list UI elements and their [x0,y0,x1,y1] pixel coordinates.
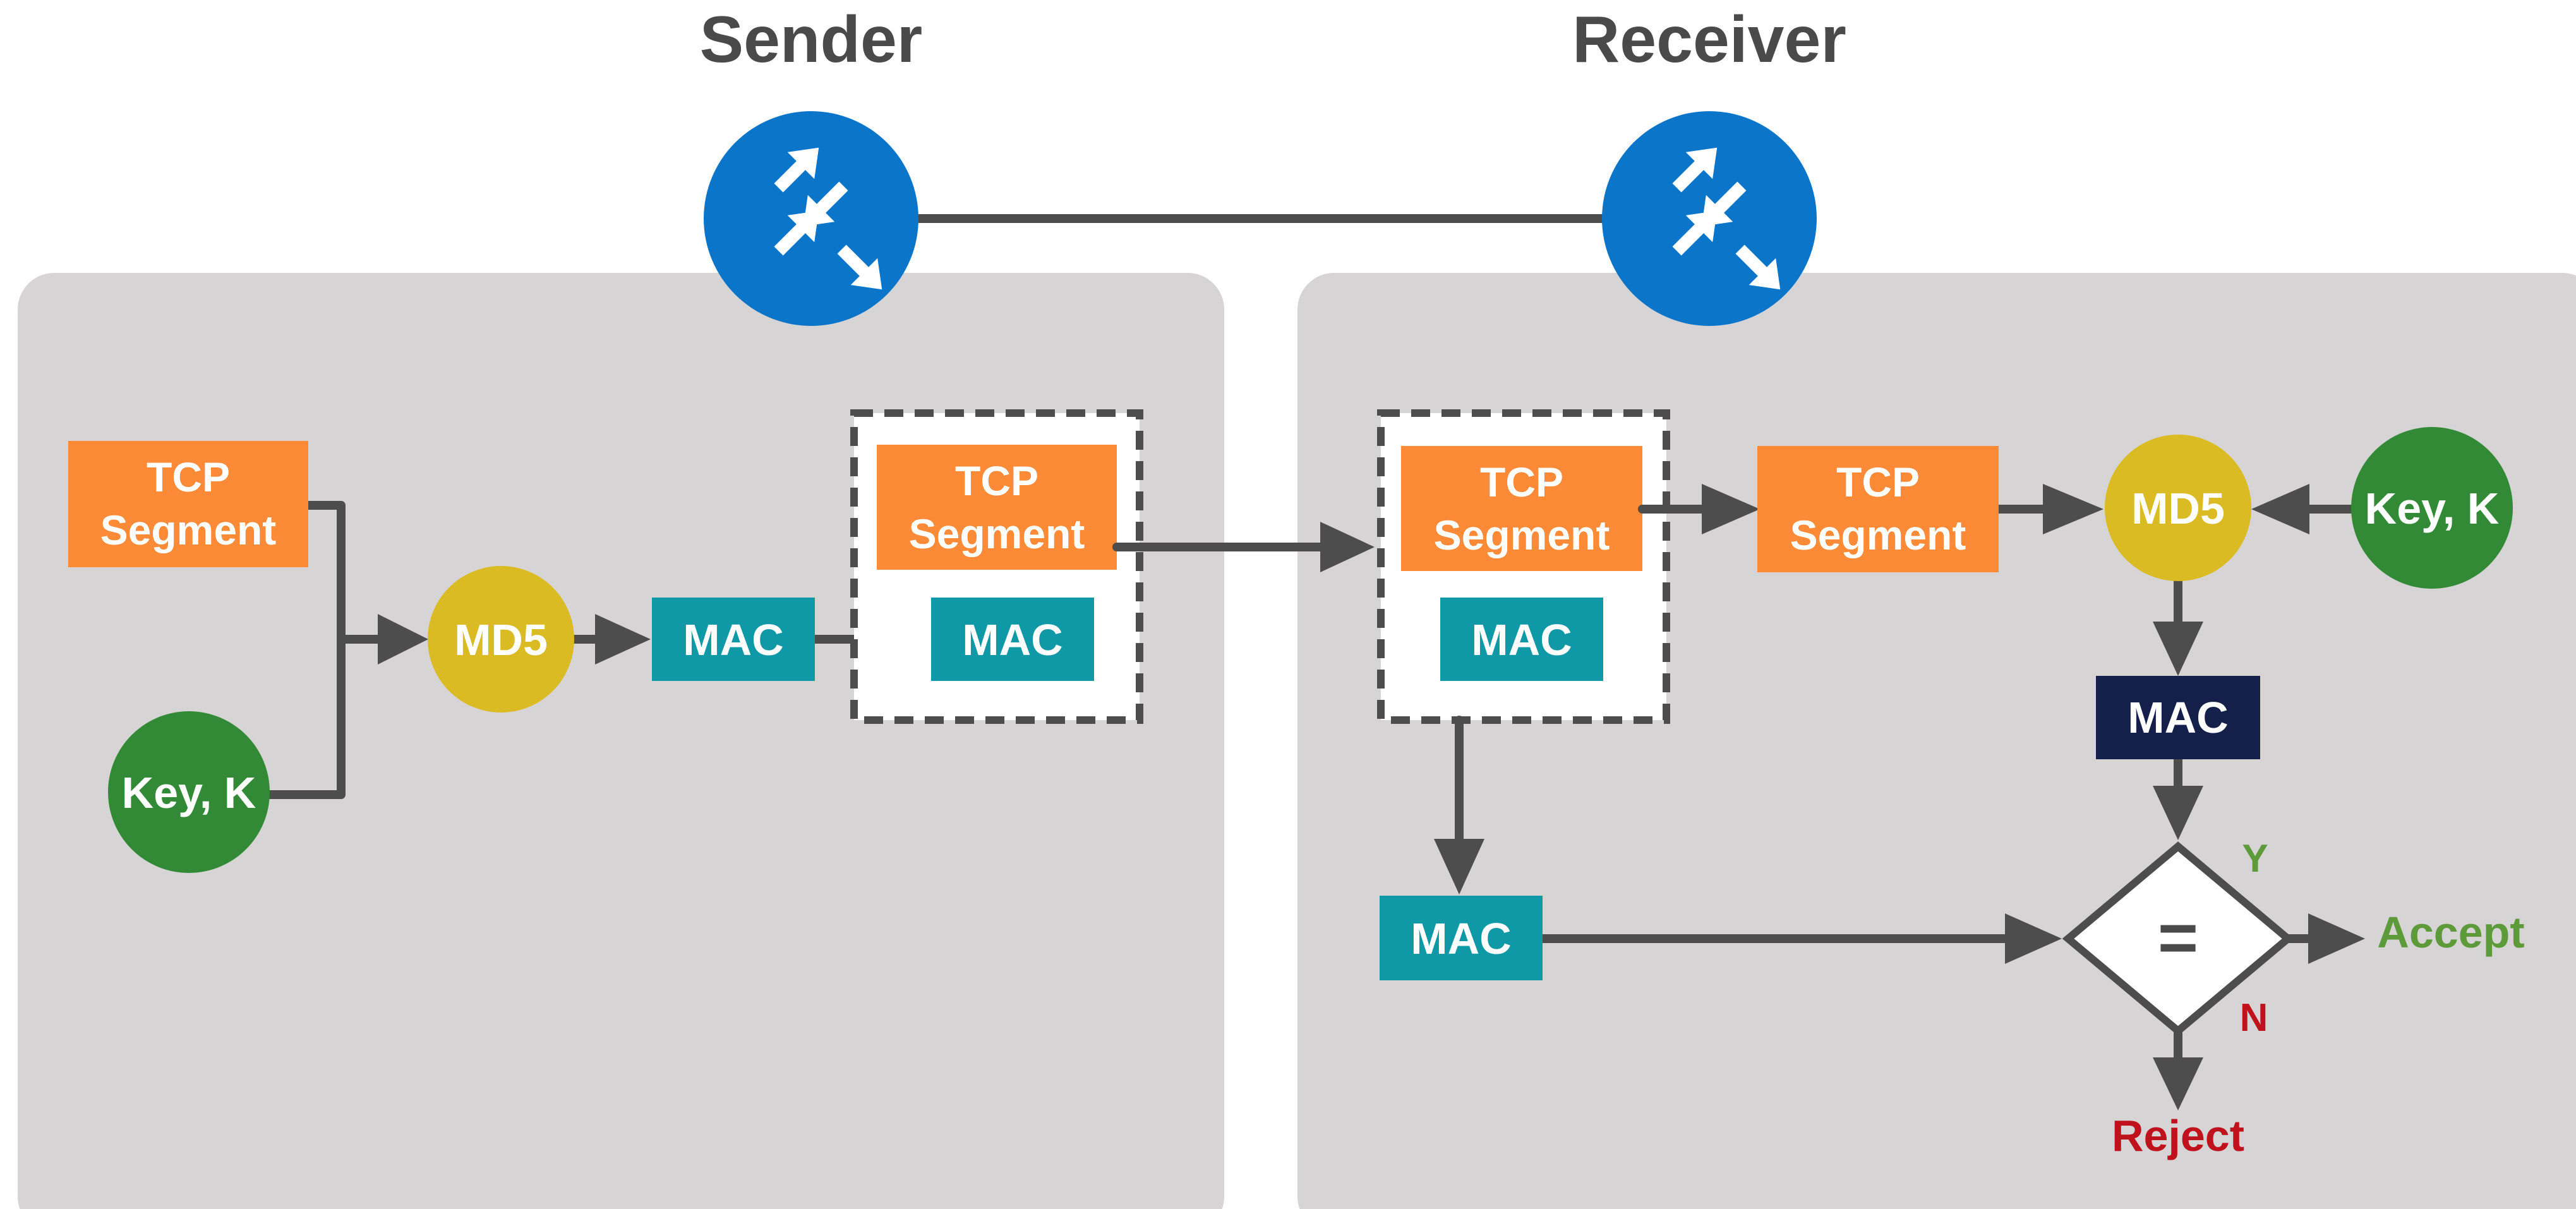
receiver-router-icon [1602,111,1817,326]
arrowhead-to-receiver-md5 [2043,484,2104,534]
receiver-md5: MD5 [2105,435,2251,581]
accept-label: Accept [2377,908,2524,957]
sender-heading: Sender [700,3,923,76]
no-label: N [2240,996,2268,1040]
arrowhead-to-computed-mac [2153,622,2203,676]
receiver-packet-tcp-line2: Segment [1434,512,1610,558]
receiver-packet-tcp-line1: TCP [1480,459,1563,505]
sender-key: Key, K [108,711,270,873]
reject-label: Reject [2112,1111,2244,1160]
arrowhead-to-compare-top [2153,786,2203,840]
sender-packet-tcp-segment [877,445,1117,570]
receiver-extracted-mac-label: MAC [1411,914,1511,963]
receiver-tcp-segment: TCP Segment [1757,446,1999,572]
arrowhead-to-reject [2153,1057,2203,1110]
sender-md5-label: MD5 [454,615,548,665]
receiver-packet-mac [1440,598,1603,681]
arrowhead-to-compare-left [2005,913,2062,964]
sender-packet-mac [931,598,1094,681]
sender-packet: TCP Segment MAC [850,409,1143,724]
sender-packet-tcp-line2: Segment [909,510,1085,557]
sender-packet-tcp-line1: TCP [955,457,1038,504]
sender-md5: MD5 [428,566,574,713]
receiver-packet: TCP Segment MAC [1377,409,1670,724]
receiver-md5-label: MD5 [2131,484,2225,533]
compare-diamond: = [2062,841,2294,1036]
sender-tcp-segment: TCP Segment [68,441,308,567]
receiver-key: Key, K [2351,427,2513,589]
receiver-key-label: Key, K [2365,484,2500,533]
receiver-packet-tcp-segment [1401,446,1642,571]
arrowhead-to-accept [2308,913,2365,964]
arrowhead-to-extracted-mac [1434,839,1484,894]
sender-tcp-line1: TCP [147,454,230,500]
receiver-extracted-mac: MAC [1380,896,1543,980]
arrowhead-to-mac [595,614,651,665]
receiver-tcp-line2: Segment [1790,512,1966,558]
sender-mac: MAC [652,598,815,681]
compare-symbol: = [2158,899,2198,977]
receiver-tcp-line1: TCP [1836,459,1920,505]
sender-mac-label: MAC [683,615,783,665]
receiver-computed-mac: MAC [2096,676,2260,759]
sender-tcp-line2: Segment [100,507,277,553]
sender-merge-line [263,501,346,799]
sender-packet-mac-label: MAC [962,615,1062,665]
sender-router-icon [704,111,918,326]
arrowhead-to-md5 [378,614,428,665]
receiver-computed-mac-label: MAC [2128,693,2228,742]
yes-label: Y [2242,837,2268,881]
arrowhead-to-receiver-segment [1702,484,1760,534]
receiver-packet-mac-label: MAC [1471,615,1572,665]
sender-key-label: Key, K [122,768,256,817]
arrowhead-to-receiver [1320,522,1375,572]
receiver-heading: Receiver [1572,3,1846,76]
arrowhead-key-to-md5 [2251,484,2309,534]
